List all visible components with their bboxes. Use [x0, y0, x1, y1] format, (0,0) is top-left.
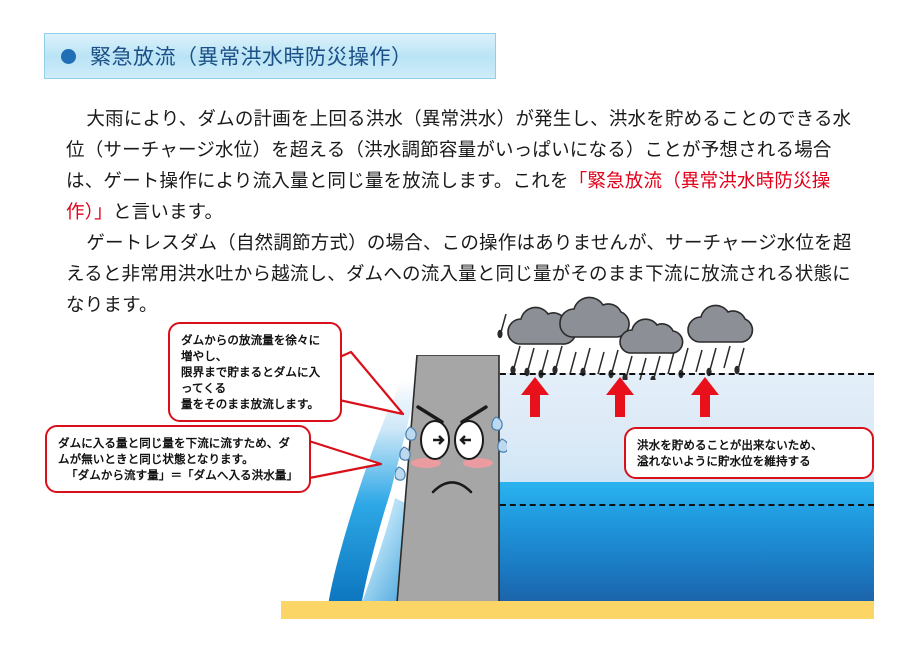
dam-svg: [394, 354, 509, 604]
riverbed-ground: [281, 601, 874, 619]
bullet-dot-icon: [61, 48, 76, 64]
water-level-rise-arrows: [500, 373, 780, 418]
callout-reservoir-line-1: 洪水を貯めることが出来ないため、: [637, 438, 823, 452]
callout-discharge: ダムからの放流量を徐々に増やし、 限界まで貯まるとダムに入ってくる 量をそのまま…: [168, 322, 342, 422]
dam-eyes: [420, 420, 484, 460]
dam-illustration: [0, 290, 912, 645]
paragraph-1: 大雨により、ダムの計画を上回る洪水（異常洪水）が発生し、洪水を貯めることのできる…: [66, 104, 866, 228]
callout-downstream-equation: 「ダムから流す量」＝「ダムへ入る洪水量」: [66, 468, 299, 482]
callout-discharge-line-2: 限界まで貯まるとダムに入ってくる: [181, 365, 321, 395]
rain-streaks: [500, 313, 745, 381]
paragraph-1-highlight: 「緊急放流（異常洪水時防災操作）」: [66, 171, 831, 223]
surcharge-water-level-line: [480, 373, 874, 375]
jet-secondary-ribbon: [353, 498, 411, 606]
body-text-block: 大雨により、ダムの計画を上回る洪水（異常洪水）が発生し、洪水を貯めることのできる…: [66, 104, 866, 321]
callout-reservoir-line-2: 溢れないように貯水位を維持する: [637, 454, 811, 468]
discharge-water-jet: [275, 378, 425, 610]
paragraph-1-text-b: と言います。: [112, 202, 224, 223]
dam-eyebrows: [416, 405, 488, 424]
rain-clouds: [490, 290, 790, 385]
callout-discharge-line-1: ダムからの放流量を徐々に増やし、: [181, 333, 321, 363]
callout-downstream-line-2: ムが無いときと同じ状態となります。: [58, 452, 254, 466]
page-title-banner: 緊急放流（異常洪水時防災操作）: [44, 33, 496, 79]
jet-svg: [328, 378, 419, 606]
reservoir-lower-band: [480, 482, 874, 601]
paragraph-1-text-a: 大雨により、ダムの計画を上回る洪水（異常洪水）が発生し、洪水を貯めることのできる…: [66, 109, 852, 192]
page-title: 緊急放流（異常洪水時防災操作）: [90, 45, 413, 69]
paragraph-2: ゲートレスダム（自然調節方式）の場合、この操作はありませんが、サーチャージ水位を…: [66, 233, 852, 316]
rain-clouds-svg: [497, 296, 754, 385]
dam-sweat-drops: [394, 416, 509, 481]
dam-cheeks: [411, 458, 493, 468]
callout-downstream: ダムに入る量と同じ量を下流に流すため、ダ ムが無いときと同じ状態となります。 「…: [45, 425, 311, 493]
dam-structure: [394, 354, 509, 604]
arrows-svg: [521, 377, 719, 417]
dam-mouth: [431, 481, 473, 494]
callout-reservoir: 洪水を貯めることが出来ないため、 溢れないように貯水位を維持する: [624, 427, 874, 479]
jet-main-ribbon: [328, 378, 419, 606]
flood-control-level-line: [480, 504, 874, 506]
callout-downstream-line-1: ダムに入る量と同じ量を下流に流すため、ダ: [58, 436, 290, 450]
callout-discharge-line-3: 量をそのまま放流します。: [181, 397, 320, 411]
